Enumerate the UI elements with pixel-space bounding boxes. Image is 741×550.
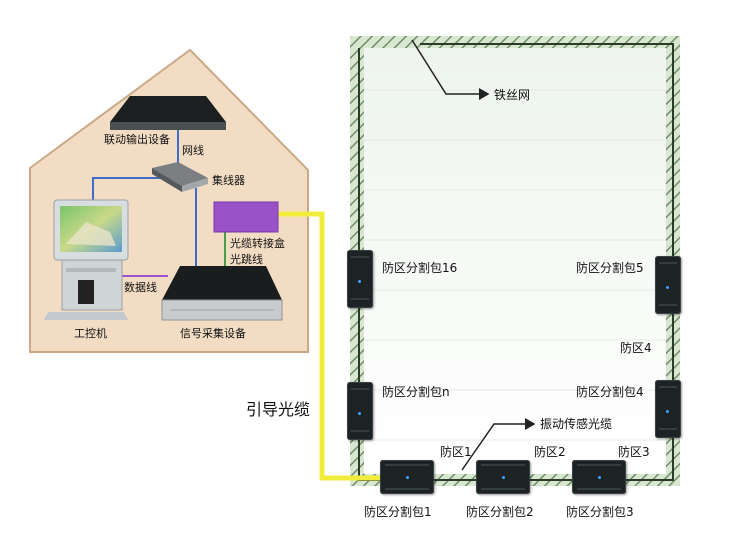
zone-4-label: 防区4 [620, 341, 652, 355]
package-3-label: 防区分割包3 [566, 505, 634, 519]
data-cable-label: 数据线 [124, 281, 157, 294]
sensor-package-icon [655, 256, 681, 314]
package-n-label: 防区分割包n [382, 385, 450, 399]
sensor-package-icon [655, 380, 681, 438]
sensor-package-icon [347, 382, 373, 440]
sensor-package-icon [476, 460, 530, 494]
sensor-package-icon [347, 250, 373, 308]
zone-2-label: 防区2 [534, 445, 566, 459]
sensor-package-icon [572, 460, 626, 494]
vibration-cable-line [358, 43, 674, 481]
package-5-label: 防区分割包5 [576, 261, 644, 275]
wire-mesh-arrow-icon [411, 39, 490, 100]
computer-icon [44, 199, 129, 320]
signal-device-icon [161, 266, 283, 321]
lead-cable-line [278, 211, 392, 481]
vibration-cable-label: 振动传感光缆 [540, 417, 613, 431]
package-1-label: 防区分割包1 [364, 505, 432, 519]
zone-1-label: 防区1 [440, 445, 472, 459]
jumper-label: 光跳线 [230, 253, 263, 266]
network-wires [92, 126, 197, 270]
fence-interior [362, 44, 668, 474]
zone-3-label: 防区3 [618, 445, 650, 459]
ipc-label: 工控机 [74, 327, 107, 340]
network-cable-label: 网线 [182, 144, 204, 157]
hub-label: 集线器 [212, 174, 245, 187]
fence-interior-grid [362, 89, 668, 441]
junction-box-icon [213, 201, 279, 233]
package-4-label: 防区分割包4 [576, 385, 644, 399]
package-16-label: 防区分割包16 [382, 261, 458, 275]
sensor-package-icon [380, 460, 434, 494]
lead-cable-label: 引导光缆 [246, 400, 311, 419]
linkage-device-label: 联动输出设备 [104, 133, 170, 146]
hub-icon [152, 162, 208, 192]
vibration-cable-arrow-icon [461, 418, 536, 471]
signal-device-label: 信号采集设备 [180, 327, 246, 340]
wire-mesh-label: 铁丝网 [494, 88, 531, 102]
package-2-label: 防区分割包2 [466, 505, 534, 519]
junction-box-label: 光缆转接盒 [230, 237, 285, 250]
linkage-device-icon [110, 96, 226, 130]
